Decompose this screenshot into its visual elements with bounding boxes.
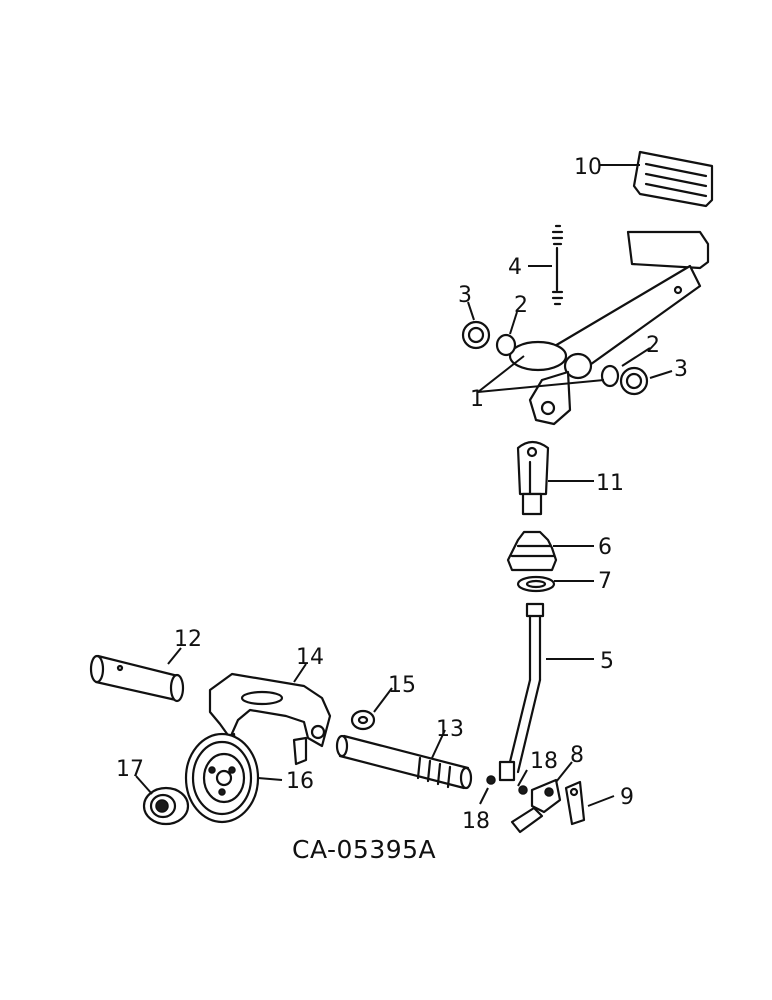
bearing-left-part bbox=[461, 320, 491, 350]
lever-arm-part bbox=[510, 778, 562, 834]
callout-10: 10 bbox=[574, 155, 602, 180]
bearing-right-part bbox=[619, 366, 649, 396]
callout-18-upper: 18 bbox=[530, 749, 558, 774]
callout-2-left: 2 bbox=[514, 293, 528, 318]
callout-6: 6 bbox=[598, 535, 612, 560]
washer-part bbox=[516, 575, 556, 593]
pedal-pad-part bbox=[632, 150, 714, 208]
callout-12: 12 bbox=[174, 627, 202, 652]
callout-7: 7 bbox=[598, 569, 612, 594]
callout-14: 14 bbox=[296, 645, 324, 670]
callout-11: 11 bbox=[596, 471, 624, 496]
leader-lines bbox=[135, 164, 673, 807]
pulley-part bbox=[184, 732, 260, 824]
pin-part-lower bbox=[486, 775, 496, 785]
callout-1: 1 bbox=[470, 387, 484, 412]
callout-15: 15 bbox=[388, 673, 416, 698]
callout-17: 17 bbox=[116, 757, 144, 782]
pivot-shaft-part bbox=[89, 654, 185, 703]
diagram-reference-code: CA-05395A bbox=[292, 835, 436, 864]
bushing-left-part bbox=[495, 333, 517, 357]
bushing-right-part bbox=[600, 364, 620, 388]
return-spring-part bbox=[551, 224, 564, 306]
callout-9: 9 bbox=[620, 785, 634, 810]
nut-part bbox=[350, 709, 376, 731]
callout-13: 13 bbox=[436, 717, 464, 742]
splined-shaft-part bbox=[335, 734, 473, 790]
pedal-lever-part bbox=[508, 230, 710, 426]
callout-8: 8 bbox=[570, 743, 584, 768]
link-plate-part bbox=[564, 780, 586, 826]
clevis-part bbox=[516, 440, 550, 516]
callout-4: 4 bbox=[508, 255, 522, 280]
boot-part bbox=[506, 530, 558, 572]
callout-2-right: 2 bbox=[646, 333, 660, 358]
pin-part-upper bbox=[498, 760, 528, 795]
callout-5: 5 bbox=[600, 649, 614, 674]
callout-3-right: 3 bbox=[674, 357, 688, 382]
control-rod-part bbox=[506, 602, 545, 774]
callout-16: 16 bbox=[286, 769, 314, 794]
pilot-bearing-part bbox=[142, 786, 190, 826]
callout-3-left: 3 bbox=[458, 283, 472, 308]
callout-18-lower: 18 bbox=[462, 809, 490, 834]
